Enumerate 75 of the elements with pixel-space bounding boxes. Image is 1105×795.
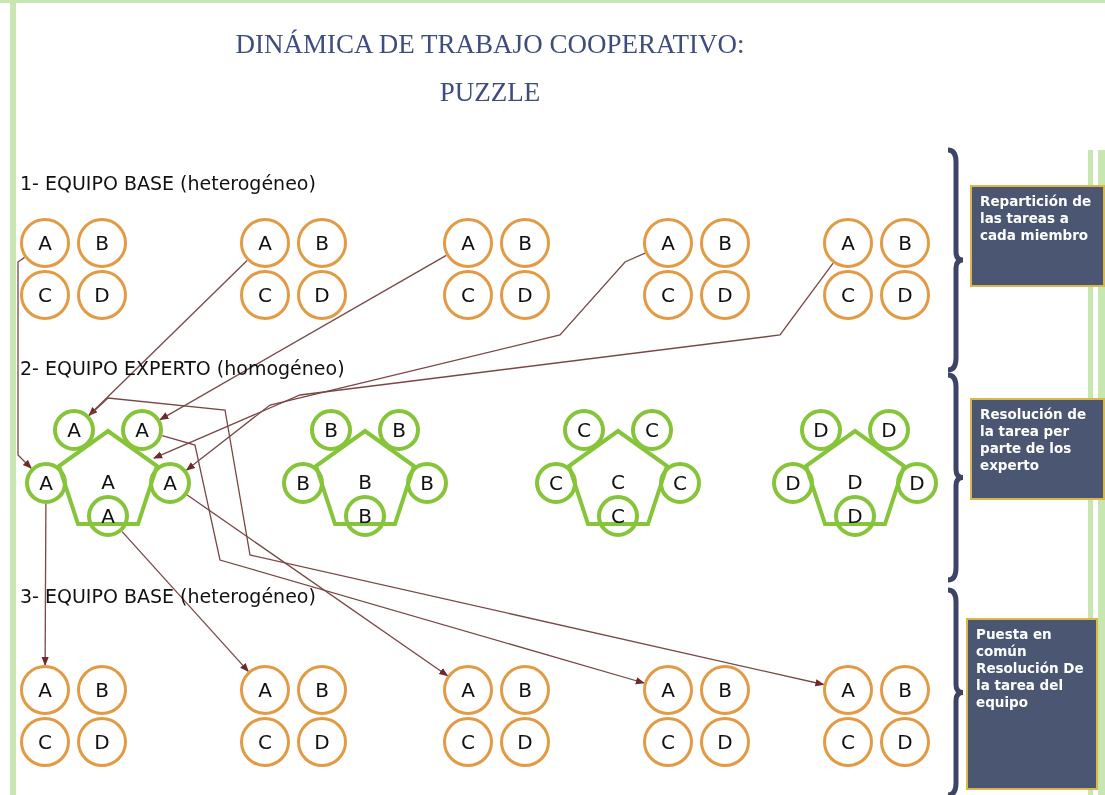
expert-member-circle: A: [149, 462, 191, 504]
team-member-circle: C: [823, 270, 873, 320]
team-member-circle: A: [20, 218, 70, 268]
team-member-circle: C: [20, 717, 70, 767]
task-note: Puesta en común Resolución De la tarea del equipo: [966, 618, 1098, 790]
team-member-circle: C: [20, 270, 70, 320]
expert-member-circle: D: [800, 409, 842, 451]
section-heading: 3- EQUIPO BASE (heterogéneo): [20, 585, 316, 607]
team-member-circle: B: [500, 218, 550, 268]
team-member-circle: B: [500, 665, 550, 715]
team-member-circle: D: [880, 270, 930, 320]
team-member-circle: A: [823, 665, 873, 715]
team-member-circle: D: [880, 717, 930, 767]
expert-member-circle: A: [25, 462, 67, 504]
expert-member-circle: C: [563, 409, 605, 451]
expert-member-circle: A: [121, 409, 163, 451]
team-member-circle: A: [643, 218, 693, 268]
team-member-circle: D: [77, 717, 127, 767]
team-member-circle: C: [240, 717, 290, 767]
team-member-circle: B: [880, 218, 930, 268]
team-member-circle: B: [700, 665, 750, 715]
team-member-circle: A: [240, 218, 290, 268]
arrow: [153, 262, 834, 459]
team-member-circle: A: [643, 665, 693, 715]
expert-member-circle: C: [597, 495, 639, 537]
team-member-circle: C: [443, 270, 493, 320]
team-member-circle: C: [240, 270, 290, 320]
team-member-circle: D: [500, 717, 550, 767]
arrow: [41, 503, 49, 666]
team-member-circle: A: [443, 218, 493, 268]
expert-member-circle: A: [53, 409, 95, 451]
expert-member-circle: B: [282, 462, 324, 504]
team-member-circle: D: [700, 270, 750, 320]
team-member-circle: B: [77, 665, 127, 715]
expert-member-circle: B: [406, 462, 448, 504]
team-member-circle: B: [880, 665, 930, 715]
expert-member-circle: D: [868, 409, 910, 451]
team-member-circle: C: [643, 717, 693, 767]
arrow: [159, 254, 447, 421]
team-member-circle: D: [297, 717, 347, 767]
task-note: Resolución de la tarea per parte de los experto: [970, 398, 1105, 500]
team-member-circle: D: [500, 270, 550, 320]
expert-member-circle: D: [896, 462, 938, 504]
team-member-circle: A: [443, 665, 493, 715]
expert-member-circle: B: [310, 409, 352, 451]
expert-member-circle: D: [834, 495, 876, 537]
section-heading: 1- EQUIPO BASE (heterogéneo): [20, 172, 316, 194]
team-member-circle: B: [700, 218, 750, 268]
arrow: [161, 435, 645, 685]
expert-member-circle: C: [631, 409, 673, 451]
team-member-circle: D: [700, 717, 750, 767]
arrow: [186, 494, 449, 677]
team-member-circle: B: [297, 665, 347, 715]
team-member-circle: B: [77, 218, 127, 268]
expert-member-circle: B: [378, 409, 420, 451]
arrow: [121, 530, 249, 673]
team-member-circle: D: [297, 270, 347, 320]
arrow: [88, 397, 825, 687]
expert-member-circle: A: [87, 495, 129, 537]
team-member-circle: D: [77, 270, 127, 320]
expert-member-circle: C: [535, 462, 577, 504]
expert-member-circle: B: [344, 495, 386, 537]
arrow: [17, 256, 32, 469]
task-note: Repartición de las tareas a cada miembro: [970, 185, 1105, 287]
team-member-circle: C: [823, 717, 873, 767]
team-member-circle: C: [643, 270, 693, 320]
team-member-circle: A: [240, 665, 290, 715]
expert-member-circle: C: [659, 462, 701, 504]
title: DINÁMICA DE TRABAJO COOPERATIVO: PUZZLE: [234, 28, 746, 109]
team-member-circle: B: [297, 218, 347, 268]
team-member-circle: A: [20, 665, 70, 715]
team-member-circle: C: [443, 717, 493, 767]
arrow: [185, 252, 646, 471]
expert-member-circle: D: [772, 462, 814, 504]
team-member-circle: A: [823, 218, 873, 268]
